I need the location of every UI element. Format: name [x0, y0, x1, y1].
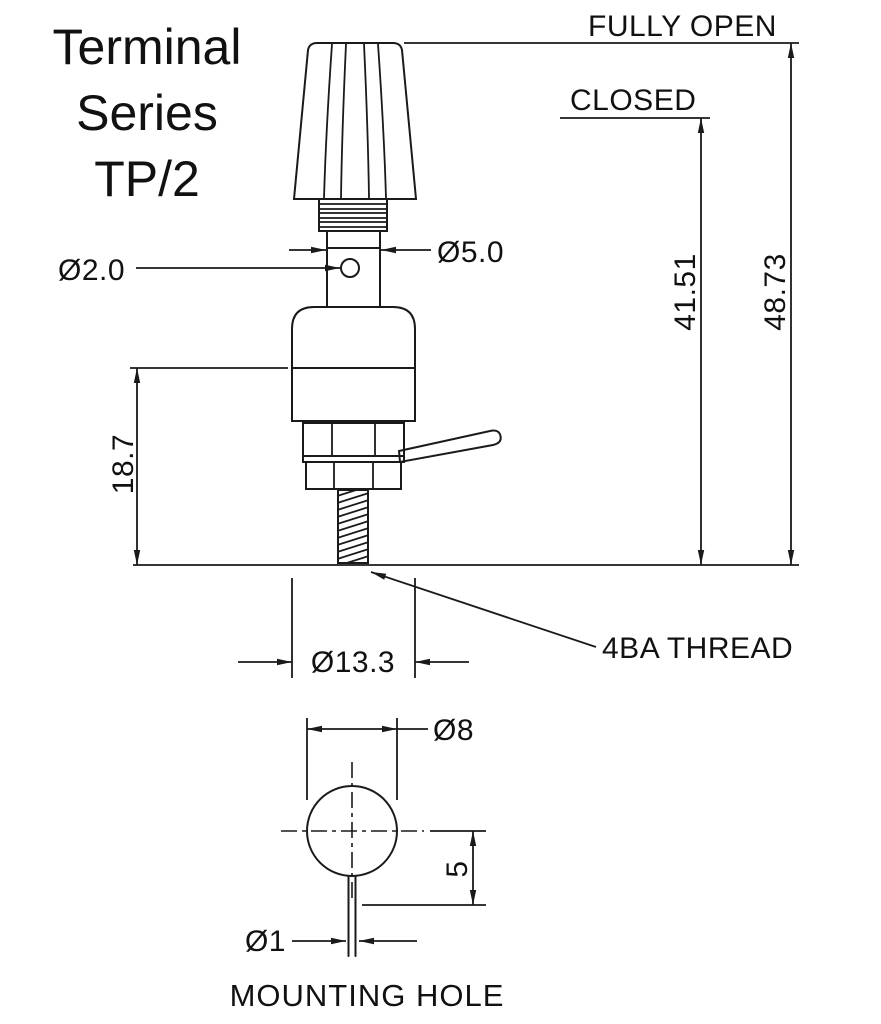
dia-5-0-label: Ø5.0 — [437, 236, 504, 269]
body-cap — [291, 306, 416, 369]
closed-label: CLOSED — [570, 84, 696, 117]
hex-nut-lower — [305, 461, 402, 490]
mounting-hole-view: Ø8 5 Ø1 MOUNTING HOLE — [230, 714, 505, 1013]
cross-hole — [340, 258, 360, 278]
threaded-collar — [318, 198, 388, 232]
threaded-stud — [337, 489, 369, 564]
stud-thread-hatch — [339, 490, 367, 562]
stem — [326, 230, 381, 308]
knurl-line — [340, 43, 347, 199]
knurled-knob — [292, 42, 418, 200]
fully-open-label: FULLY OPEN — [588, 10, 777, 43]
thread-label: 4BA THREAD — [602, 632, 793, 665]
dia-13-3-label: Ø13.3 — [311, 646, 395, 679]
title-line-2: Series — [76, 85, 218, 141]
thread-leader — [370, 571, 597, 648]
collar-thread-hatch — [320, 203, 386, 228]
knurl-line — [377, 43, 387, 199]
dia-2-0-label: Ø2.0 — [58, 254, 125, 287]
knurl-line — [323, 43, 333, 199]
dim-5-label: 5 — [441, 860, 474, 877]
body-lower — [291, 367, 416, 422]
dim-18-7-label: 18.7 — [107, 434, 140, 494]
dim-48-73-label: 48.73 — [759, 253, 792, 331]
drawing-title: Terminal Series TP/2 — [53, 19, 242, 207]
knurl-line — [363, 43, 370, 199]
terminal-side-view — [291, 42, 502, 564]
mounting-hole-caption: MOUNTING HOLE — [230, 978, 505, 1013]
title-line-3: TP/2 — [94, 151, 200, 207]
hex-nut-upper — [302, 422, 405, 457]
side-view-dimensions: FULLY OPEN CLOSED 48.73 41.51 18.7 Ø2.0 … — [58, 10, 799, 679]
dia-8-label: Ø8 — [433, 714, 474, 747]
title-line-1: Terminal — [53, 19, 242, 75]
dia-1-label: Ø1 — [245, 925, 286, 958]
dim-41-51-label: 41.51 — [669, 253, 702, 331]
